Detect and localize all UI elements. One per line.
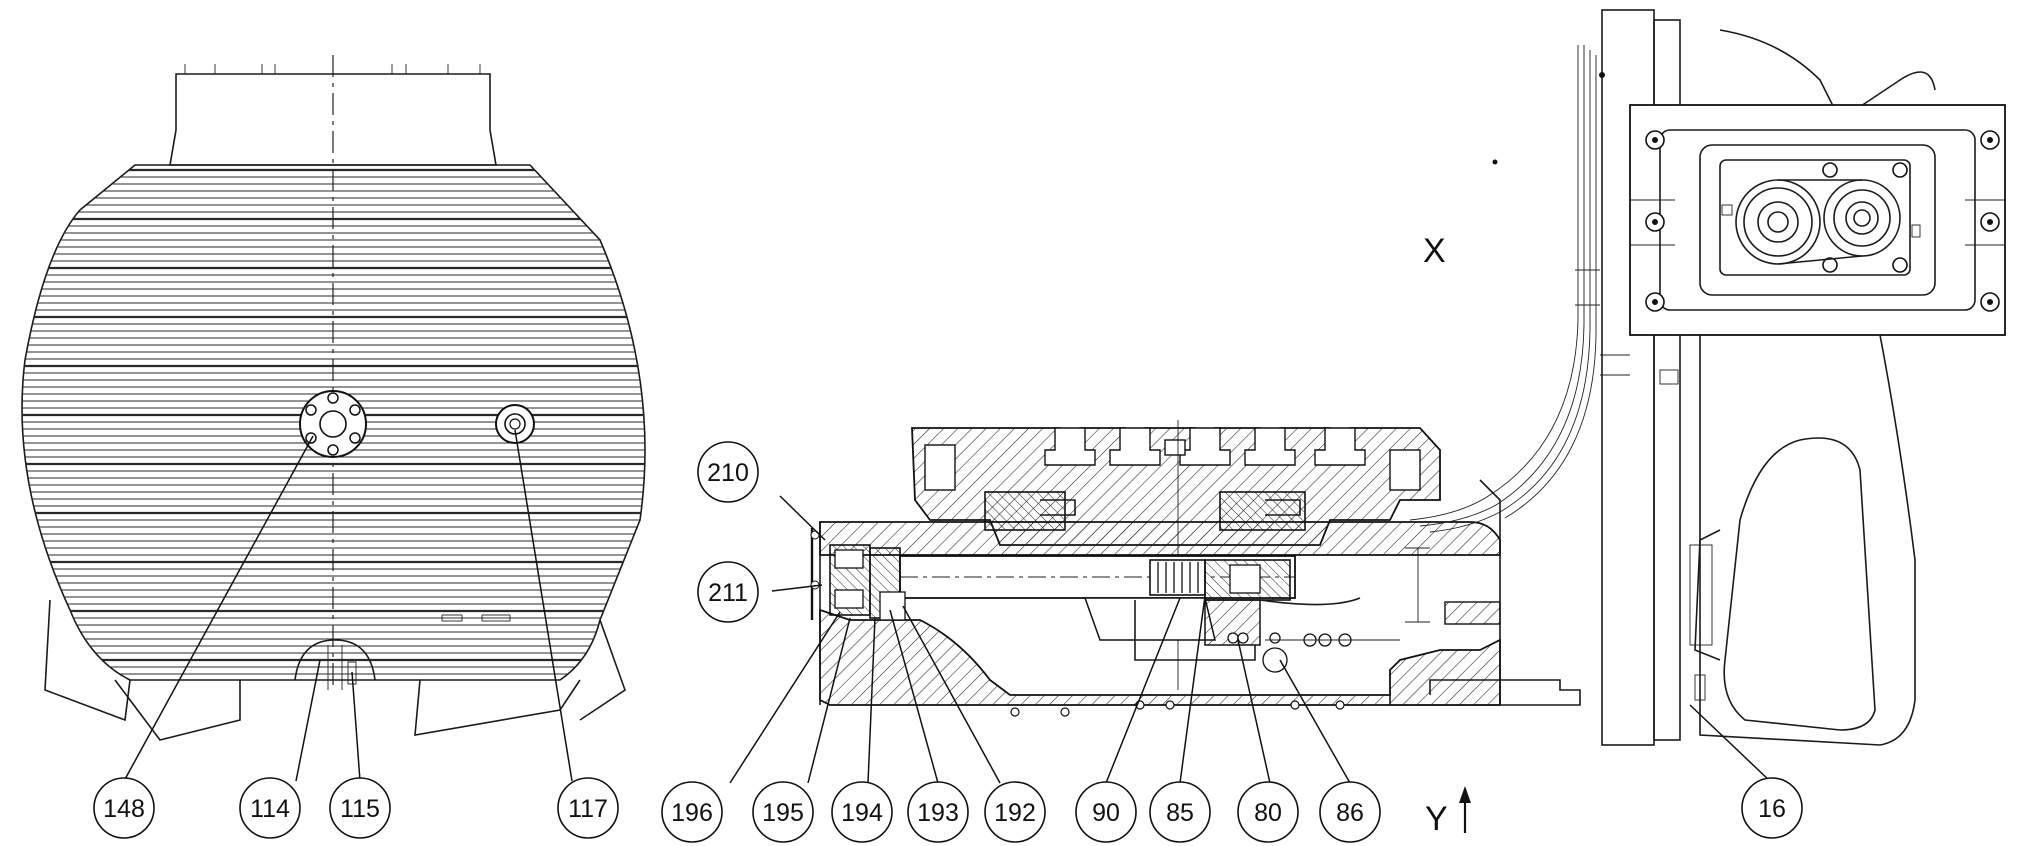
callout-label: 115 [340, 795, 380, 823]
callout-193: 193 [907, 781, 969, 843]
leader-lines [123, 429, 1773, 784]
callout-circle [1237, 781, 1299, 843]
callout-circle [239, 777, 301, 839]
callout-label: 195 [762, 799, 804, 827]
callout-117: 117 [557, 777, 619, 839]
callout-circle [93, 777, 155, 839]
callout-114: 114 [239, 777, 301, 839]
callout-211: 211 [697, 561, 759, 623]
callout-circle [557, 777, 619, 839]
callout-192: 192 [984, 781, 1046, 843]
callout-circle [697, 561, 759, 623]
callout-115: 115 [329, 777, 391, 839]
up-arrow-icon [1459, 786, 1471, 833]
callout-label: 114 [250, 795, 290, 823]
callout-label: 211 [708, 579, 748, 607]
callout-90: 90 [1075, 781, 1137, 843]
callout-label: 117 [568, 795, 608, 823]
callout-label: 148 [103, 795, 145, 823]
callout-label: 86 [1336, 799, 1364, 827]
callout-210: 210 [697, 441, 759, 503]
callout-circle [661, 781, 723, 843]
callout-label: 210 [707, 459, 749, 487]
callout-label: 85 [1166, 799, 1194, 827]
callout-label: 16 [1758, 795, 1786, 823]
callout-circle [907, 781, 969, 843]
callout-circle [1319, 781, 1381, 843]
callout-circle [752, 781, 814, 843]
callout-label: 196 [671, 799, 713, 827]
side-view [1409, 9, 2006, 746]
section-view [810, 420, 1581, 717]
view-label-x: X [1423, 232, 1446, 270]
callout-label: 192 [994, 799, 1036, 827]
callout-label: 194 [841, 799, 883, 827]
callout-label: 90 [1092, 799, 1120, 827]
t-slot-lines [22, 168, 645, 675]
view-label-y: Y [1425, 800, 1448, 838]
callout-label: 193 [917, 799, 959, 827]
callout-80: 80 [1237, 781, 1299, 843]
callout-16: 16 [1741, 777, 1803, 839]
callout-86: 86 [1319, 781, 1381, 843]
callout-circle [984, 781, 1046, 843]
callout-196: 196 [661, 781, 723, 843]
callout-circle [329, 777, 391, 839]
callout-circle [1741, 777, 1803, 839]
front-view [21, 55, 646, 741]
callout-circle [1075, 781, 1137, 843]
callouts: 148 114 115 117 210 211 196 195 194 193 192 90 85 80 8… [93, 441, 1803, 843]
callout-148: 148 [93, 777, 155, 839]
callout-195: 195 [752, 781, 814, 843]
callout-circle [1149, 781, 1211, 843]
callout-194: 194 [831, 781, 893, 843]
callout-circle [831, 781, 893, 843]
callout-85: 85 [1149, 781, 1211, 843]
callout-label: 80 [1254, 799, 1282, 827]
callout-circle [697, 441, 759, 503]
